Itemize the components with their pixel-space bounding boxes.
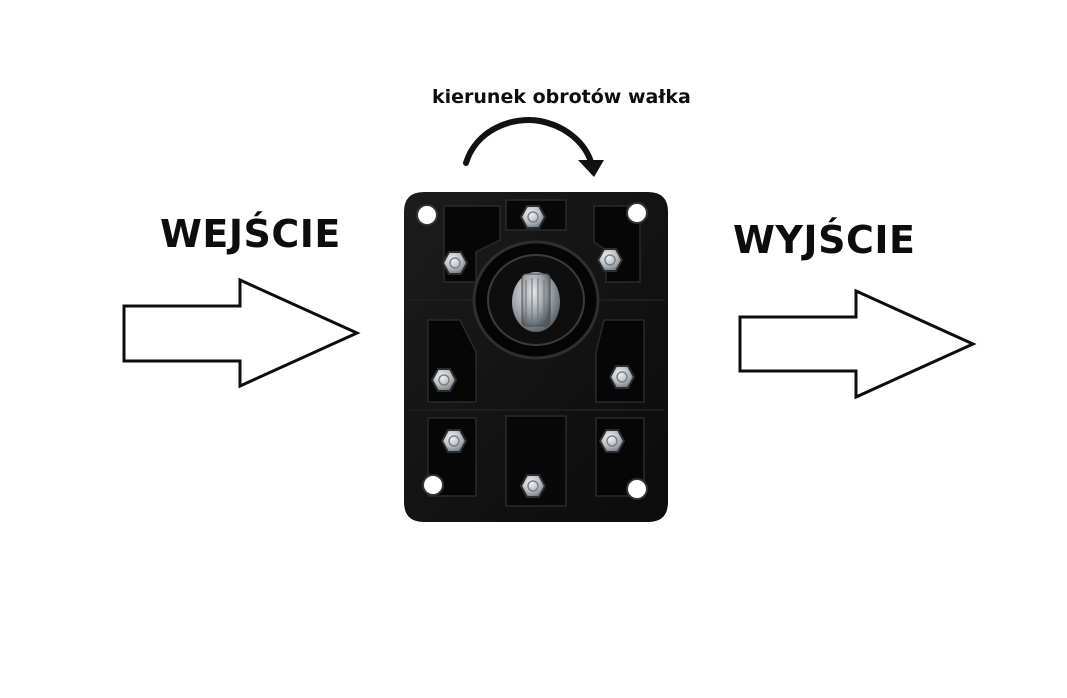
bolt-group (430, 205, 636, 498)
mounting-hole (416, 204, 438, 226)
bolt-icon (596, 248, 624, 272)
bolt-icon (440, 429, 468, 453)
mounting-hole (626, 478, 648, 500)
rotation-arrow-icon (463, 117, 604, 177)
input-label: WEJŚCIE (160, 212, 341, 256)
bolt-icon (441, 251, 469, 275)
input-arrow-icon (122, 277, 361, 389)
bolt-icon (598, 429, 626, 453)
rotation-direction-label: kierunek obrotów wałka (432, 86, 691, 108)
mounting-hole (422, 474, 444, 496)
bolt-icon (430, 368, 458, 392)
bolt-icon (519, 474, 547, 498)
mounting-hole (626, 202, 648, 224)
pump-shaft (472, 240, 600, 360)
output-arrow-icon (738, 288, 977, 400)
bolt-icon (519, 205, 547, 229)
output-label: WYJŚCIE (733, 218, 916, 262)
bolt-icon (608, 365, 636, 389)
